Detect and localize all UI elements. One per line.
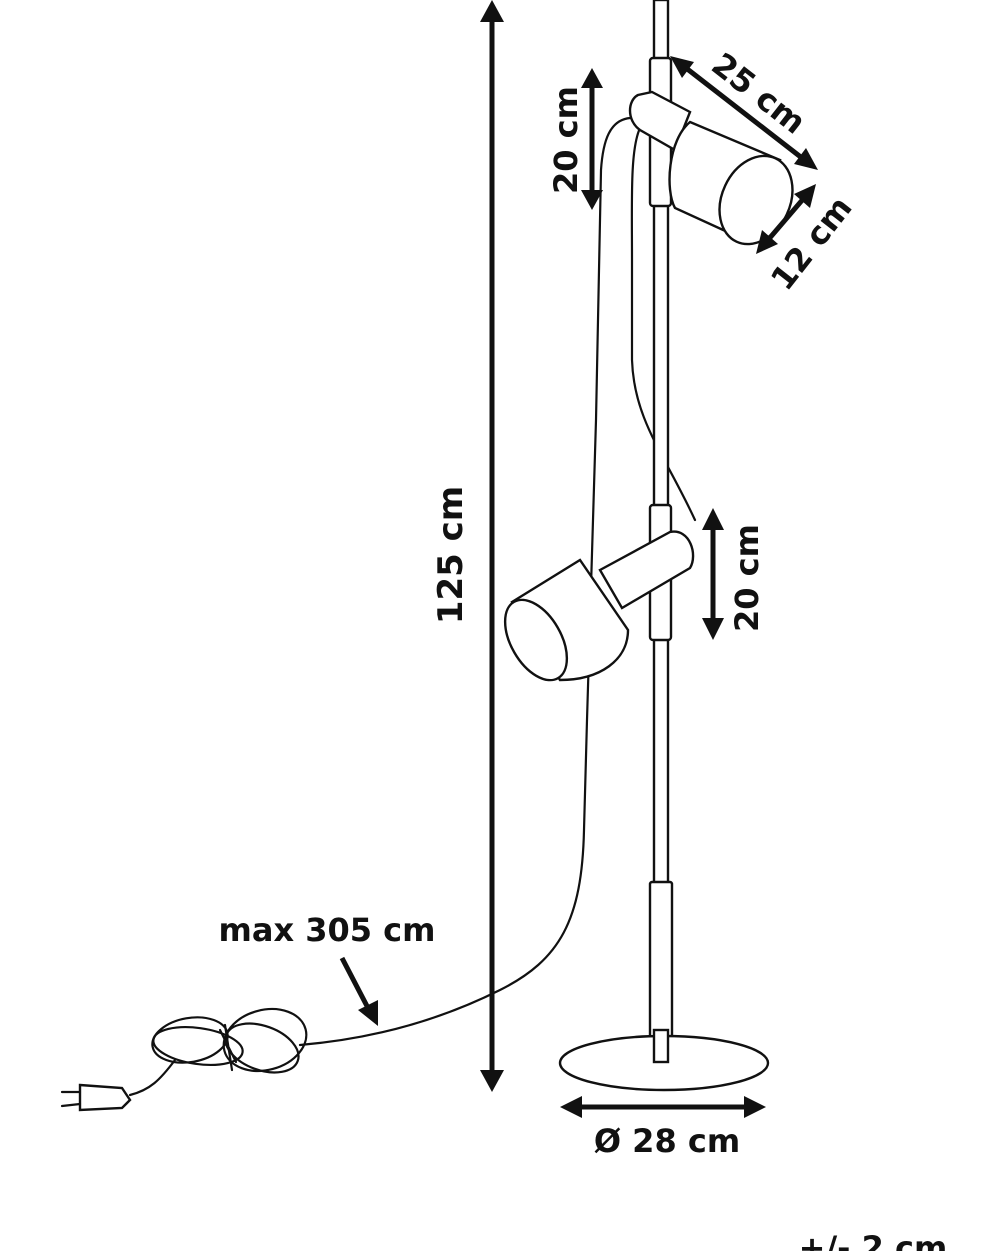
- tolerance-note: +/- 2 cm: [799, 1229, 948, 1251]
- cable-length-arrow: [339, 956, 378, 1026]
- pole-foot: [652, 1028, 670, 1064]
- cable-length-label: max 305 cm: [219, 911, 436, 949]
- coiled-cable: [128, 1007, 308, 1097]
- lower-spotlight: [503, 530, 695, 682]
- total-height-label: 125 cm: [431, 486, 471, 624]
- base-diameter-dimension: [560, 1096, 766, 1118]
- shade-diameter-dimension: [756, 184, 816, 254]
- plug-icon: [60, 1083, 132, 1112]
- lower-arm-height-dimension: [702, 508, 724, 640]
- shade-length-dimension: [670, 56, 818, 170]
- upper-spotlight: [628, 90, 794, 246]
- total-height-dimension: [480, 0, 504, 1092]
- floor-lamp-illustration: [60, 0, 794, 1112]
- power-cable: [298, 116, 632, 1047]
- lower-arm-height-label: 20 cm: [728, 524, 766, 632]
- base-diameter-label: Ø 28 cm: [594, 1122, 740, 1160]
- upper-arm-height-dimension: [581, 68, 603, 210]
- upper-arm-height-label: 20 cm: [547, 86, 585, 194]
